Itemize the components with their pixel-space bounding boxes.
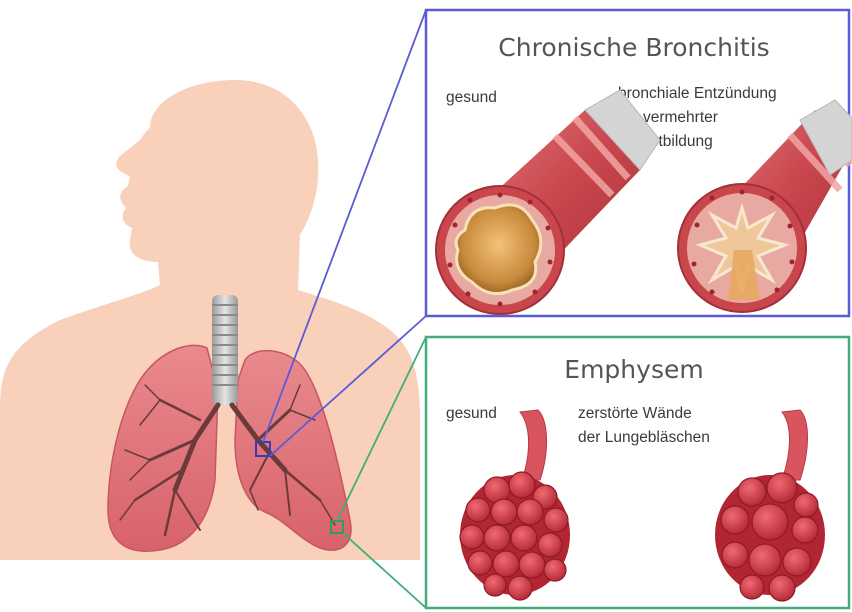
bronchitis-diseased-label-line1: bronchiale Entzündung <box>618 85 777 102</box>
trachea <box>212 295 238 405</box>
emphysema-healthy-label: gesund <box>446 405 497 422</box>
bronchitis-healthy-label: gesund <box>446 89 497 106</box>
emphysema-panel: Emphysem gesund zerstörte Wände der Lung… <box>426 337 849 608</box>
bronchitis-title: Chronische Bronchitis <box>498 33 769 62</box>
emphysema-title: Emphysem <box>564 355 703 384</box>
emphysema-diseased-label-line2: der Lungebläschen <box>578 429 710 446</box>
bronchitis-panel: Chronische Bronchitis gesund bronchiale … <box>426 10 852 316</box>
emphysema-diseased-label-line1: zerstörte Wände <box>578 405 692 422</box>
